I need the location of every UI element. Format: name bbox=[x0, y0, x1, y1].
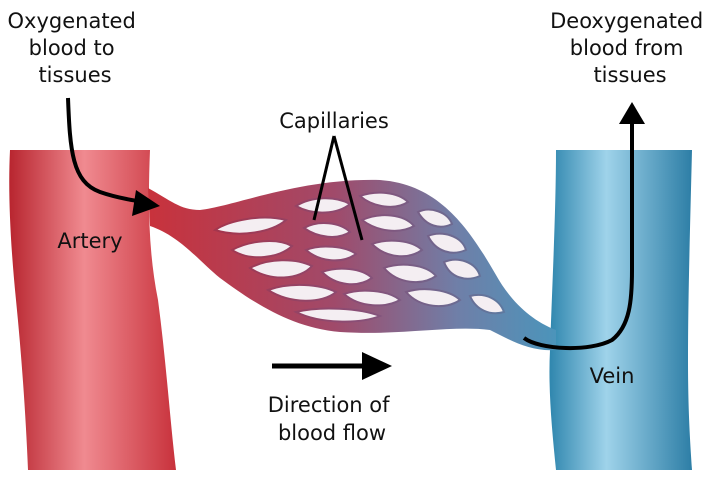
direction-arrowhead-icon bbox=[362, 352, 392, 380]
capillaries-label: Capillaries bbox=[279, 109, 389, 133]
artery-label: Artery bbox=[57, 229, 122, 253]
vein-vessel bbox=[549, 150, 692, 470]
deoxygenated-arrowhead-icon bbox=[619, 102, 645, 124]
direction-label: Direction of blood flow bbox=[268, 393, 396, 445]
deoxygenated-label: Deoxygenated blood from tissues bbox=[550, 9, 710, 87]
vein-label: Vein bbox=[590, 364, 635, 388]
oxygenated-label: Oxygenated blood to tissues bbox=[8, 9, 143, 87]
